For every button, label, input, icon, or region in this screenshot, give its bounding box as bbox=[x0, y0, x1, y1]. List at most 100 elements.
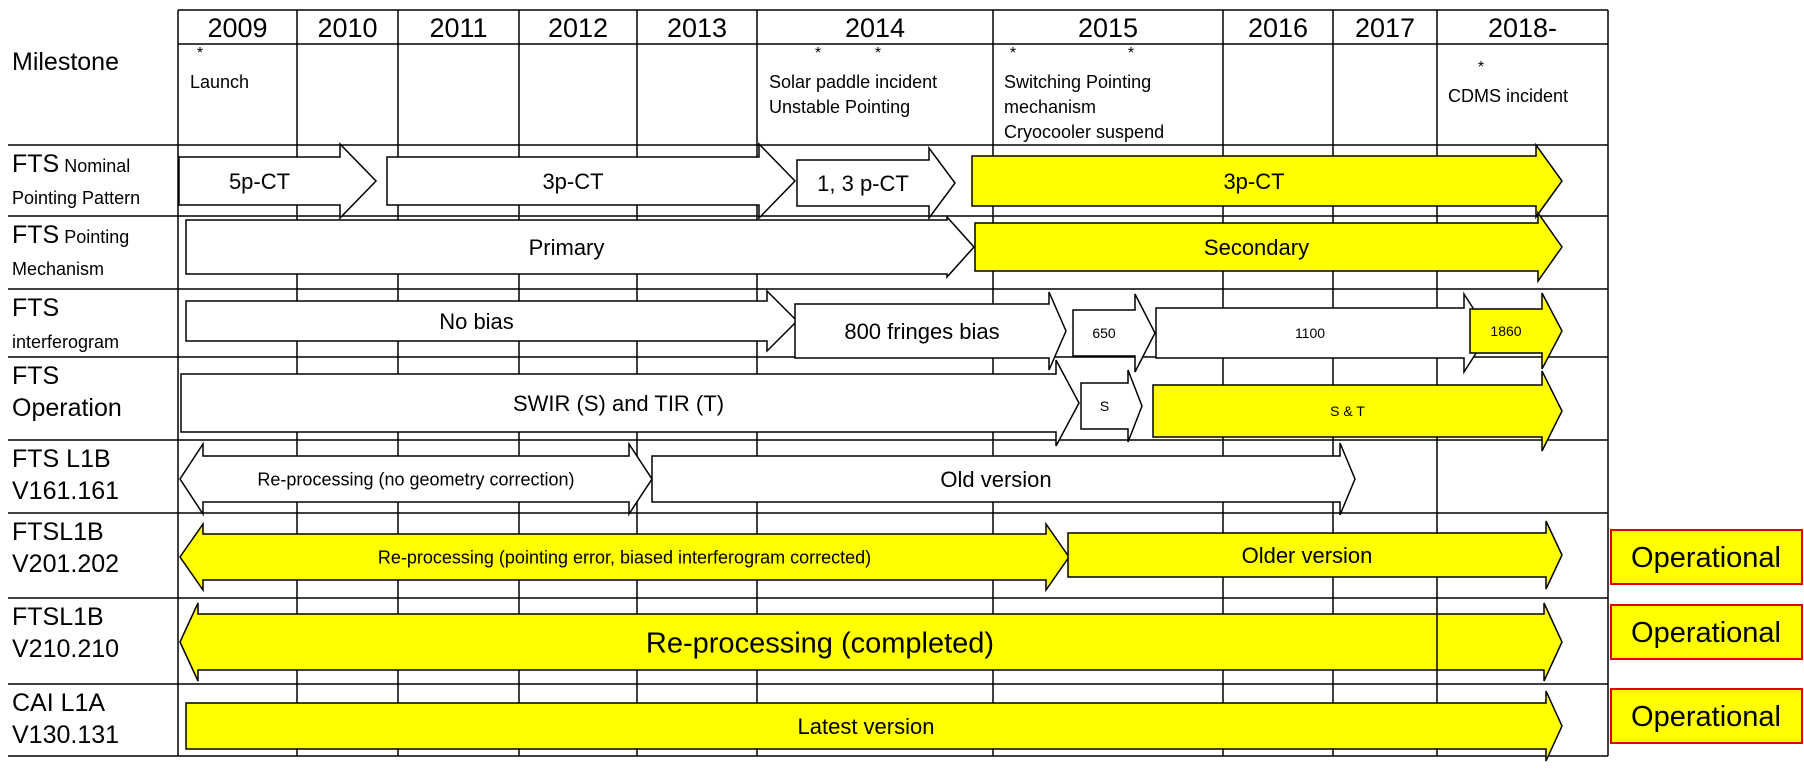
bar-arrow-shape bbox=[1469, 292, 1563, 370]
bar-arrow-shape bbox=[179, 602, 1563, 682]
year-header: 2016 bbox=[1248, 13, 1308, 43]
milestone-note: Cryocooler suspend bbox=[1004, 122, 1164, 142]
year-header: 2017 bbox=[1355, 13, 1415, 43]
timeline-bar: 3p-CT bbox=[971, 142, 1563, 220]
bar-label: Primary bbox=[529, 235, 605, 260]
bar-label: Old version bbox=[940, 467, 1051, 492]
row-label-text: V201.202 bbox=[12, 550, 119, 578]
bar-arrow-shape bbox=[185, 215, 976, 279]
bar-arrow-shape bbox=[179, 441, 653, 517]
timeline-bar: S & T bbox=[1152, 370, 1563, 452]
row-label-text: V130.131 bbox=[12, 721, 119, 749]
status-badge: Operational bbox=[1610, 688, 1803, 744]
event-marker: * bbox=[815, 45, 821, 62]
bar-label: SWIR (S) and TIR (T) bbox=[513, 391, 724, 416]
timeline-bar: 5p-CT bbox=[178, 142, 378, 220]
status-badge-label: Operational bbox=[1631, 542, 1781, 574]
timeline-bar: SWIR (S) and TIR (T) bbox=[180, 359, 1080, 447]
row-label-line: FTS Nominal bbox=[12, 150, 130, 178]
bar-arrow-shape bbox=[651, 442, 1356, 516]
year-header: 2011 bbox=[429, 13, 487, 43]
status-badge-box bbox=[1610, 529, 1803, 585]
row-label-text: FTSL1B bbox=[12, 518, 104, 546]
bar-label: Secondary bbox=[1204, 235, 1309, 260]
timeline-bar: 1860 bbox=[1469, 292, 1563, 370]
year-header: 2013 bbox=[667, 13, 727, 43]
bar-label: 3p-CT bbox=[542, 169, 603, 194]
event-marker: * bbox=[1010, 45, 1016, 62]
timeline-bar: 3p-CT bbox=[386, 142, 797, 220]
bar-arrow-shape bbox=[1072, 293, 1156, 373]
bar-label: Re-processing (no geometry correction) bbox=[257, 469, 574, 489]
milestone-note: Launch bbox=[190, 72, 249, 92]
row-label-text: V161.161 bbox=[12, 477, 119, 505]
row-label: FTSL1B V210.210 bbox=[12, 603, 119, 663]
milestone-note: CDMS incident bbox=[1448, 86, 1568, 106]
row-label-text: Pointing Pattern bbox=[12, 188, 140, 208]
timeline-bar: No bias bbox=[185, 289, 799, 353]
row-label-text: FTS bbox=[12, 294, 59, 322]
bar-label: S & T bbox=[1330, 403, 1365, 419]
bar-label: Re-processing (completed) bbox=[646, 627, 994, 659]
bar-label: 1100 bbox=[1295, 325, 1325, 341]
timeline-bar: 800 fringes bias bbox=[794, 291, 1067, 371]
bar-label: 800 fringes bias bbox=[844, 319, 999, 344]
row-label-line: interferogram bbox=[12, 332, 119, 352]
bar-label: No bias bbox=[439, 309, 514, 334]
row-label-text: Operation bbox=[12, 394, 122, 422]
bar-arrow-shape bbox=[179, 521, 1070, 593]
bar-label: Re-processing (pointing error, biased in… bbox=[378, 547, 871, 567]
row-label-line: V210.210 bbox=[12, 635, 119, 663]
bar-label: 1, 3 p-CT bbox=[817, 171, 909, 196]
year-header: 2018- bbox=[1488, 13, 1557, 43]
timeline-bar: Re-processing (pointing error, biased in… bbox=[179, 521, 1070, 593]
status-badge: Operational bbox=[1610, 604, 1803, 660]
row-label-line: FTSL1B bbox=[12, 518, 104, 546]
milestone-note: Unstable Pointing bbox=[769, 97, 910, 117]
bar-arrow-shape bbox=[796, 145, 956, 221]
event-marker: * bbox=[1478, 59, 1484, 76]
milestone-note: Switching Pointing bbox=[1004, 72, 1151, 92]
bar-label: 650 bbox=[1092, 325, 1116, 341]
bar-label: Latest version bbox=[798, 714, 935, 739]
timeline-bar: Re-processing (no geometry correction) bbox=[179, 441, 653, 517]
row-label: FTSL1B V201.202 bbox=[12, 518, 119, 578]
bar-arrow-shape bbox=[178, 142, 378, 220]
row-label-text: Nominal bbox=[59, 156, 130, 176]
year-header: 2010 bbox=[317, 13, 377, 43]
bar-label: 3p-CT bbox=[1223, 169, 1284, 194]
timeline-bar: Latest version bbox=[185, 690, 1563, 762]
row-label-line: V161.161 bbox=[12, 477, 119, 505]
row-label-line: Mechanism bbox=[12, 259, 104, 279]
milestone-label: Milestone bbox=[12, 48, 119, 76]
bar-label: 1860 bbox=[1490, 323, 1521, 339]
bar-arrow-shape bbox=[1067, 520, 1563, 590]
row-label-text: CAI L1A bbox=[12, 689, 105, 717]
row-label-text: FTS L1B bbox=[12, 445, 111, 473]
milestone-note: Solar paddle incident bbox=[769, 72, 937, 92]
year-header: 2009 bbox=[207, 13, 267, 43]
bar-arrow-shape bbox=[180, 359, 1080, 447]
bar-arrow-shape bbox=[386, 142, 797, 220]
row-label-line: FTS Pointing bbox=[12, 221, 129, 249]
timeline-bar: S bbox=[1080, 369, 1143, 443]
timeline-bar: Primary bbox=[185, 215, 976, 279]
row-label-line: V130.131 bbox=[12, 721, 119, 749]
milestone-note: mechanism bbox=[1004, 97, 1096, 117]
row-label-line: FTS L1B bbox=[12, 445, 111, 473]
row-label-text: FTSL1B bbox=[12, 603, 104, 631]
row-label-text: FTS bbox=[12, 150, 59, 178]
row-label-line: FTSL1B bbox=[12, 603, 104, 631]
row-label-text: Pointing bbox=[59, 227, 129, 247]
row-label-line: V201.202 bbox=[12, 550, 119, 578]
bar-label: S bbox=[1100, 398, 1109, 414]
row-label: FTS interferogram bbox=[12, 294, 119, 352]
row-label-line: CAI L1A bbox=[12, 689, 105, 717]
timeline-bar: Old version bbox=[651, 442, 1356, 516]
row-label: FTS L1B V161.161 bbox=[12, 445, 119, 505]
bar-arrow-shape bbox=[185, 690, 1563, 762]
